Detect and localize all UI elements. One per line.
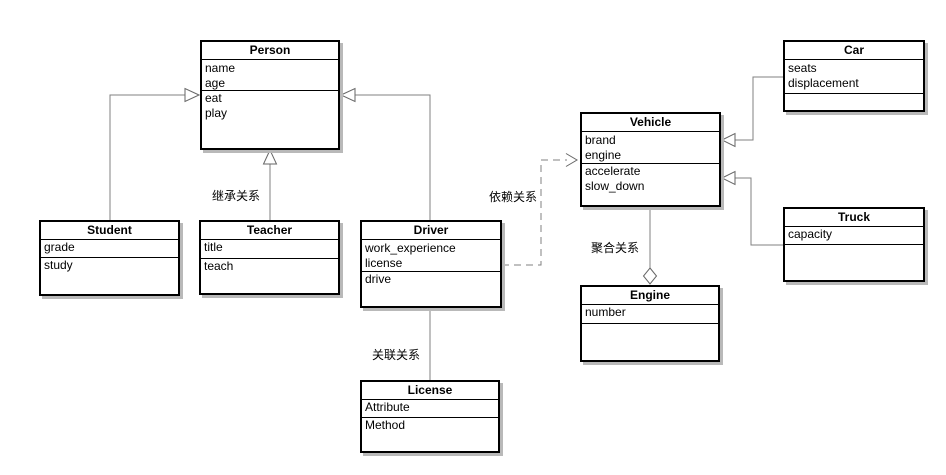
- attribute-line: grade: [44, 240, 75, 254]
- hollow-triangle-arrowhead: [720, 132, 736, 148]
- method-line: slow_down: [585, 179, 645, 193]
- class-title: Engine: [582, 287, 718, 305]
- attribute-line: displacement: [788, 76, 859, 90]
- class-methods: [785, 245, 923, 280]
- class-methods: drive: [362, 272, 500, 306]
- hollow-triangle-arrowhead: [262, 148, 278, 165]
- method-line: teach: [204, 259, 234, 273]
- class-attributes: brand engine: [582, 132, 719, 164]
- class-title: Truck: [785, 209, 923, 227]
- class-title: Student: [41, 222, 178, 240]
- edge-teacher-person-inheritance[interactable]: [262, 148, 278, 220]
- class-attributes: capacity: [785, 227, 923, 245]
- class-methods: study: [41, 258, 178, 294]
- attribute-line: work_experience: [365, 241, 456, 255]
- edge-driver-vehicle-dependency[interactable]: [502, 153, 578, 266]
- class-title: Person: [202, 42, 338, 60]
- hollow-triangle-arrowhead: [720, 170, 736, 186]
- edge-label-aggregation[interactable]: 聚合关系: [591, 241, 640, 255]
- edge-car-vehicle-inheritance[interactable]: [720, 76, 783, 148]
- class-methods: [582, 324, 718, 360]
- hollow-diamond: [642, 267, 658, 285]
- method-line: drive: [365, 272, 392, 286]
- edge-truck-vehicle-inheritance[interactable]: [720, 170, 783, 246]
- class-methods: [785, 94, 923, 110]
- class-vehicle[interactable]: Vehicle brand engine accelerate slow_dow…: [580, 112, 721, 207]
- class-title: License: [362, 382, 498, 400]
- class-title: Teacher: [201, 222, 338, 240]
- attribute-line: age: [205, 76, 226, 90]
- class-attributes: seats displacement: [785, 60, 923, 94]
- open-arrowhead: [565, 153, 578, 167]
- attribute-line: title: [204, 240, 223, 254]
- method-line: eat: [205, 91, 222, 105]
- method-line: study: [44, 258, 73, 272]
- attribute-line: license: [365, 256, 403, 270]
- class-teacher[interactable]: Teacher title teach: [199, 220, 340, 295]
- edge-label-association[interactable]: 关联关系: [372, 348, 421, 362]
- class-methods: Method: [362, 418, 498, 451]
- class-license[interactable]: License Attribute Method: [360, 380, 500, 453]
- class-attributes: title: [201, 240, 338, 259]
- class-methods: accelerate slow_down: [582, 164, 719, 205]
- class-truck[interactable]: Truck capacity: [783, 207, 925, 282]
- class-person[interactable]: Person name age eat play: [200, 40, 340, 150]
- class-attributes: work_experience license: [362, 240, 500, 272]
- class-attributes: Attribute: [362, 400, 498, 418]
- attribute-line: engine: [585, 148, 622, 162]
- method-line: accelerate: [585, 164, 641, 178]
- class-student[interactable]: Student grade study: [39, 220, 180, 296]
- class-attributes: grade: [41, 240, 178, 258]
- edge-label-inheritance[interactable]: 继承关系: [212, 189, 261, 203]
- class-driver[interactable]: Driver work_experience license drive: [360, 220, 502, 308]
- edge-vehicle-engine-aggregation[interactable]: [642, 207, 658, 285]
- class-methods: teach: [201, 259, 338, 293]
- class-title: Vehicle: [582, 114, 719, 132]
- method-line: Method: [365, 418, 406, 432]
- attribute-line: Attribute: [365, 400, 410, 414]
- hollow-triangle-arrowhead: [184, 87, 201, 103]
- attribute-line: seats: [788, 61, 817, 75]
- attribute-line: brand: [585, 133, 616, 147]
- class-attributes: number: [582, 305, 718, 324]
- class-methods: eat play: [202, 91, 338, 148]
- edge-driver-person-inheritance[interactable]: [339, 87, 431, 221]
- attribute-line: number: [585, 305, 626, 319]
- hollow-triangle-arrowhead: [339, 87, 356, 103]
- class-title: Driver: [362, 222, 500, 240]
- attribute-line: capacity: [788, 227, 833, 241]
- attribute-line: name: [205, 61, 236, 75]
- class-attributes: name age: [202, 60, 338, 91]
- class-car[interactable]: Car seats displacement: [783, 40, 925, 112]
- edge-label-dependency[interactable]: 依赖关系: [489, 190, 538, 204]
- edge-student-person-inheritance[interactable]: [109, 87, 201, 221]
- class-title: Car: [785, 42, 923, 60]
- method-line: play: [205, 106, 228, 120]
- class-engine[interactable]: Engine number: [580, 285, 720, 362]
